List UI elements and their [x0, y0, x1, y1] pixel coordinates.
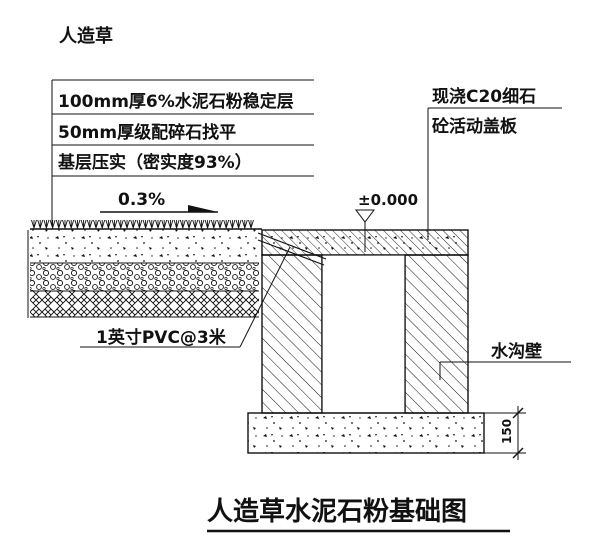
channel-wall-right — [404, 254, 469, 414]
layer-label-1: 100mm厚6%水泥石粉稳定层 — [58, 91, 294, 112]
footing-dimension: 150 — [484, 406, 526, 460]
slope-indicator: 0.3% — [100, 190, 218, 213]
slope-label: 0.3% — [118, 190, 165, 210]
wall-callout: 水沟壁 — [439, 341, 571, 380]
cover-label-line1: 现浇C20细石 — [432, 86, 536, 107]
elevation-label: ±0.000 — [358, 191, 418, 209]
layer-label-3: 基层压实（密实度93%） — [57, 152, 252, 173]
caption-title: 人造草水泥石粉基础图 — [207, 497, 467, 527]
drainage-channel — [247, 229, 485, 454]
ground-layers — [27, 228, 262, 318]
channel-wall-left — [261, 254, 323, 414]
gravel-layer — [30, 263, 259, 291]
layer-label-table: 100mm厚6%水泥石粉稳定层 50mm厚级配碎石找平 基层压实（密实度93%） — [51, 79, 314, 225]
cover-label-line2: 砼活动盖板 — [432, 116, 518, 137]
compacted-base-layer — [30, 291, 259, 317]
dimension-label: 150 — [500, 419, 514, 444]
pipe-callout: 1英寸PVC@3米 — [80, 246, 291, 348]
stabilized-layer — [30, 229, 259, 263]
wall-label: 水沟壁 — [491, 341, 542, 362]
base-footing — [247, 412, 485, 454]
elevation-marker: ±0.000 — [355, 191, 418, 252]
layer-label-2: 50mm厚级配碎石找平 — [58, 122, 236, 143]
turf-surface — [31, 219, 254, 230]
cover-callout: 现浇C20细石 砼活动盖板 — [427, 86, 562, 240]
channel-opening — [321, 254, 406, 414]
pipe-label: 1英寸PVC@3米 — [96, 327, 227, 348]
drawing-caption: 人造草水泥石粉基础图 — [207, 497, 510, 533]
corner-label: 人造草 — [59, 25, 113, 47]
